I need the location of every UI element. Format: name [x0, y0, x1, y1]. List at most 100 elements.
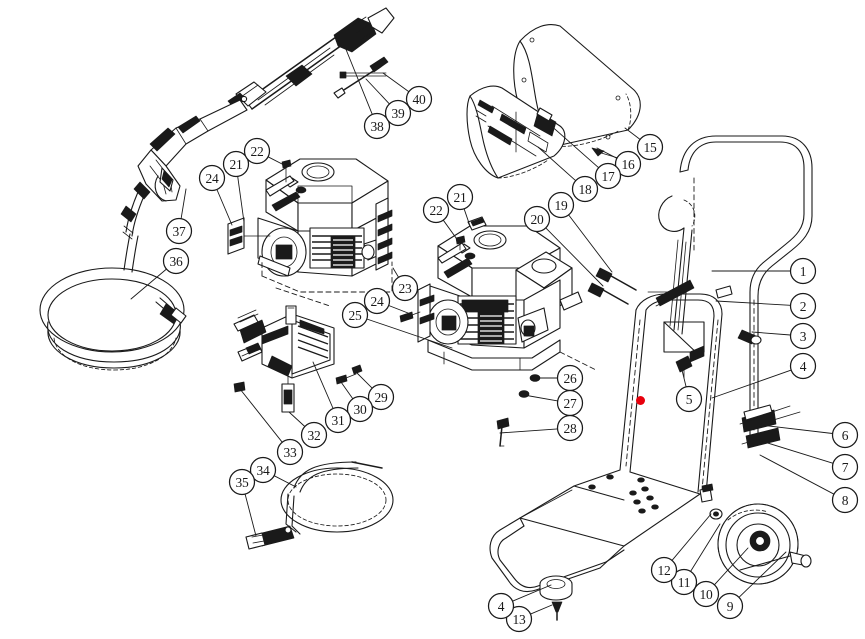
callout-leader-25 [366, 318, 453, 349]
callout-layer: 1234567891011121341516171819202122232425… [130, 41, 859, 633]
callout-11: 11 [670, 523, 721, 596]
callout-leader-40 [382, 72, 410, 93]
spray-lance-assembly [227, 7, 395, 110]
callout-8: 8 [759, 454, 859, 514]
callout-leader-30 [340, 381, 354, 400]
callout-bubble [198, 164, 226, 192]
callout-number: 7 [842, 460, 849, 475]
callout-bubble [614, 150, 642, 178]
callout-number: 5 [686, 392, 693, 407]
callout-leader-15 [624, 127, 641, 140]
callout-bubble [165, 217, 193, 245]
callout-19: 19 [547, 191, 613, 273]
callout-leader-33 [239, 388, 283, 443]
callout-number: 21 [454, 190, 467, 205]
callout-leader-36 [130, 268, 167, 300]
callout-bubble [716, 592, 744, 620]
callout-bubble [523, 205, 551, 233]
callout-7: 7 [757, 439, 859, 481]
callout-leader-39 [365, 78, 390, 105]
callout-bubble [789, 257, 817, 285]
callout-1: 1 [711, 257, 817, 285]
callout-40: 40 [382, 72, 433, 113]
callout-bubble [650, 556, 678, 584]
callout-36: 36 [130, 247, 190, 300]
callout-number: 35 [236, 475, 249, 490]
pump-assembly [233, 305, 363, 413]
callout-37: 37 [165, 188, 193, 245]
callout-bubble [670, 568, 698, 596]
callout-17: 17 [547, 122, 622, 190]
callout-number: 11 [678, 575, 690, 590]
callout-bubble [831, 453, 859, 481]
callout-bubble [405, 85, 433, 113]
callout-bubble [367, 383, 395, 411]
callout-leader-34 [273, 475, 297, 488]
callout-16: 16 [596, 147, 642, 178]
callout-leader-10 [713, 547, 749, 586]
callout-number: 10 [700, 587, 713, 602]
callout-35: 35 [228, 468, 257, 537]
callout-bubble [363, 287, 391, 315]
callout-2: 2 [715, 292, 817, 320]
callout-9: 9 [716, 551, 787, 620]
callout-number: 1 [800, 264, 806, 279]
callout-bubble [789, 322, 817, 350]
callout-number: 40 [413, 92, 426, 107]
callout-bubble [594, 162, 622, 190]
callout-21: 21 [446, 183, 474, 227]
callout-number: 22 [430, 203, 443, 218]
callout-number: 28 [564, 421, 577, 436]
callout-number: 17 [602, 169, 615, 184]
callout-number: 37 [173, 224, 186, 239]
callout-12: 12 [650, 513, 712, 584]
callout-30: 30 [340, 381, 374, 423]
callout-24: 24 [198, 164, 233, 226]
callout-number: 4 [498, 599, 505, 614]
callout-25: 25 [341, 301, 453, 349]
callout-bubble [384, 99, 412, 127]
callout-leader-37 [180, 188, 187, 220]
callout-13: 13 [505, 604, 553, 633]
callout-leader-21 [237, 175, 245, 223]
callout-number: 32 [308, 428, 321, 443]
callout-bubble [556, 414, 584, 442]
callout-bubble [505, 605, 533, 633]
callout-39: 39 [365, 78, 412, 127]
callout-leader-23 [392, 267, 400, 278]
callout-number: 39 [392, 106, 405, 121]
callout-bubble [249, 456, 277, 484]
callout-leader-35 [244, 493, 257, 537]
high-pressure-hose-coil [39, 233, 187, 371]
callout-24: 24 [363, 287, 409, 315]
callout-leader-24 [216, 189, 233, 226]
callout-leader-13 [530, 604, 553, 615]
callout-leader-4 [512, 584, 552, 602]
callout-32: 32 [288, 411, 328, 449]
callout-bubble [391, 274, 419, 302]
callout-leader-38 [342, 41, 373, 115]
callout-31: 31 [312, 361, 352, 434]
callout-number: 34 [257, 463, 270, 478]
callout-bubble [547, 191, 575, 219]
callout-number: 13 [513, 612, 526, 627]
callout-29: 29 [355, 371, 395, 411]
callout-leader-22 [267, 156, 285, 166]
callout-leader-18 [537, 146, 577, 182]
callout-bubble [346, 395, 374, 423]
spray-gun-assembly [120, 99, 248, 240]
callout-34: 34 [249, 456, 297, 488]
callout-leader-28 [499, 428, 558, 434]
callout-bubble [324, 406, 352, 434]
callout-leader-6 [759, 424, 834, 434]
callout-number: 9 [727, 599, 734, 614]
callout-bubble [789, 352, 817, 380]
callout-bubble [243, 137, 271, 165]
callout-bubble [487, 592, 515, 620]
callout-bubble [831, 486, 859, 514]
callout-number: 12 [658, 563, 671, 578]
callout-4: 4 [487, 584, 552, 620]
callout-leader-19 [568, 214, 613, 273]
callout-number: 33 [284, 445, 297, 460]
